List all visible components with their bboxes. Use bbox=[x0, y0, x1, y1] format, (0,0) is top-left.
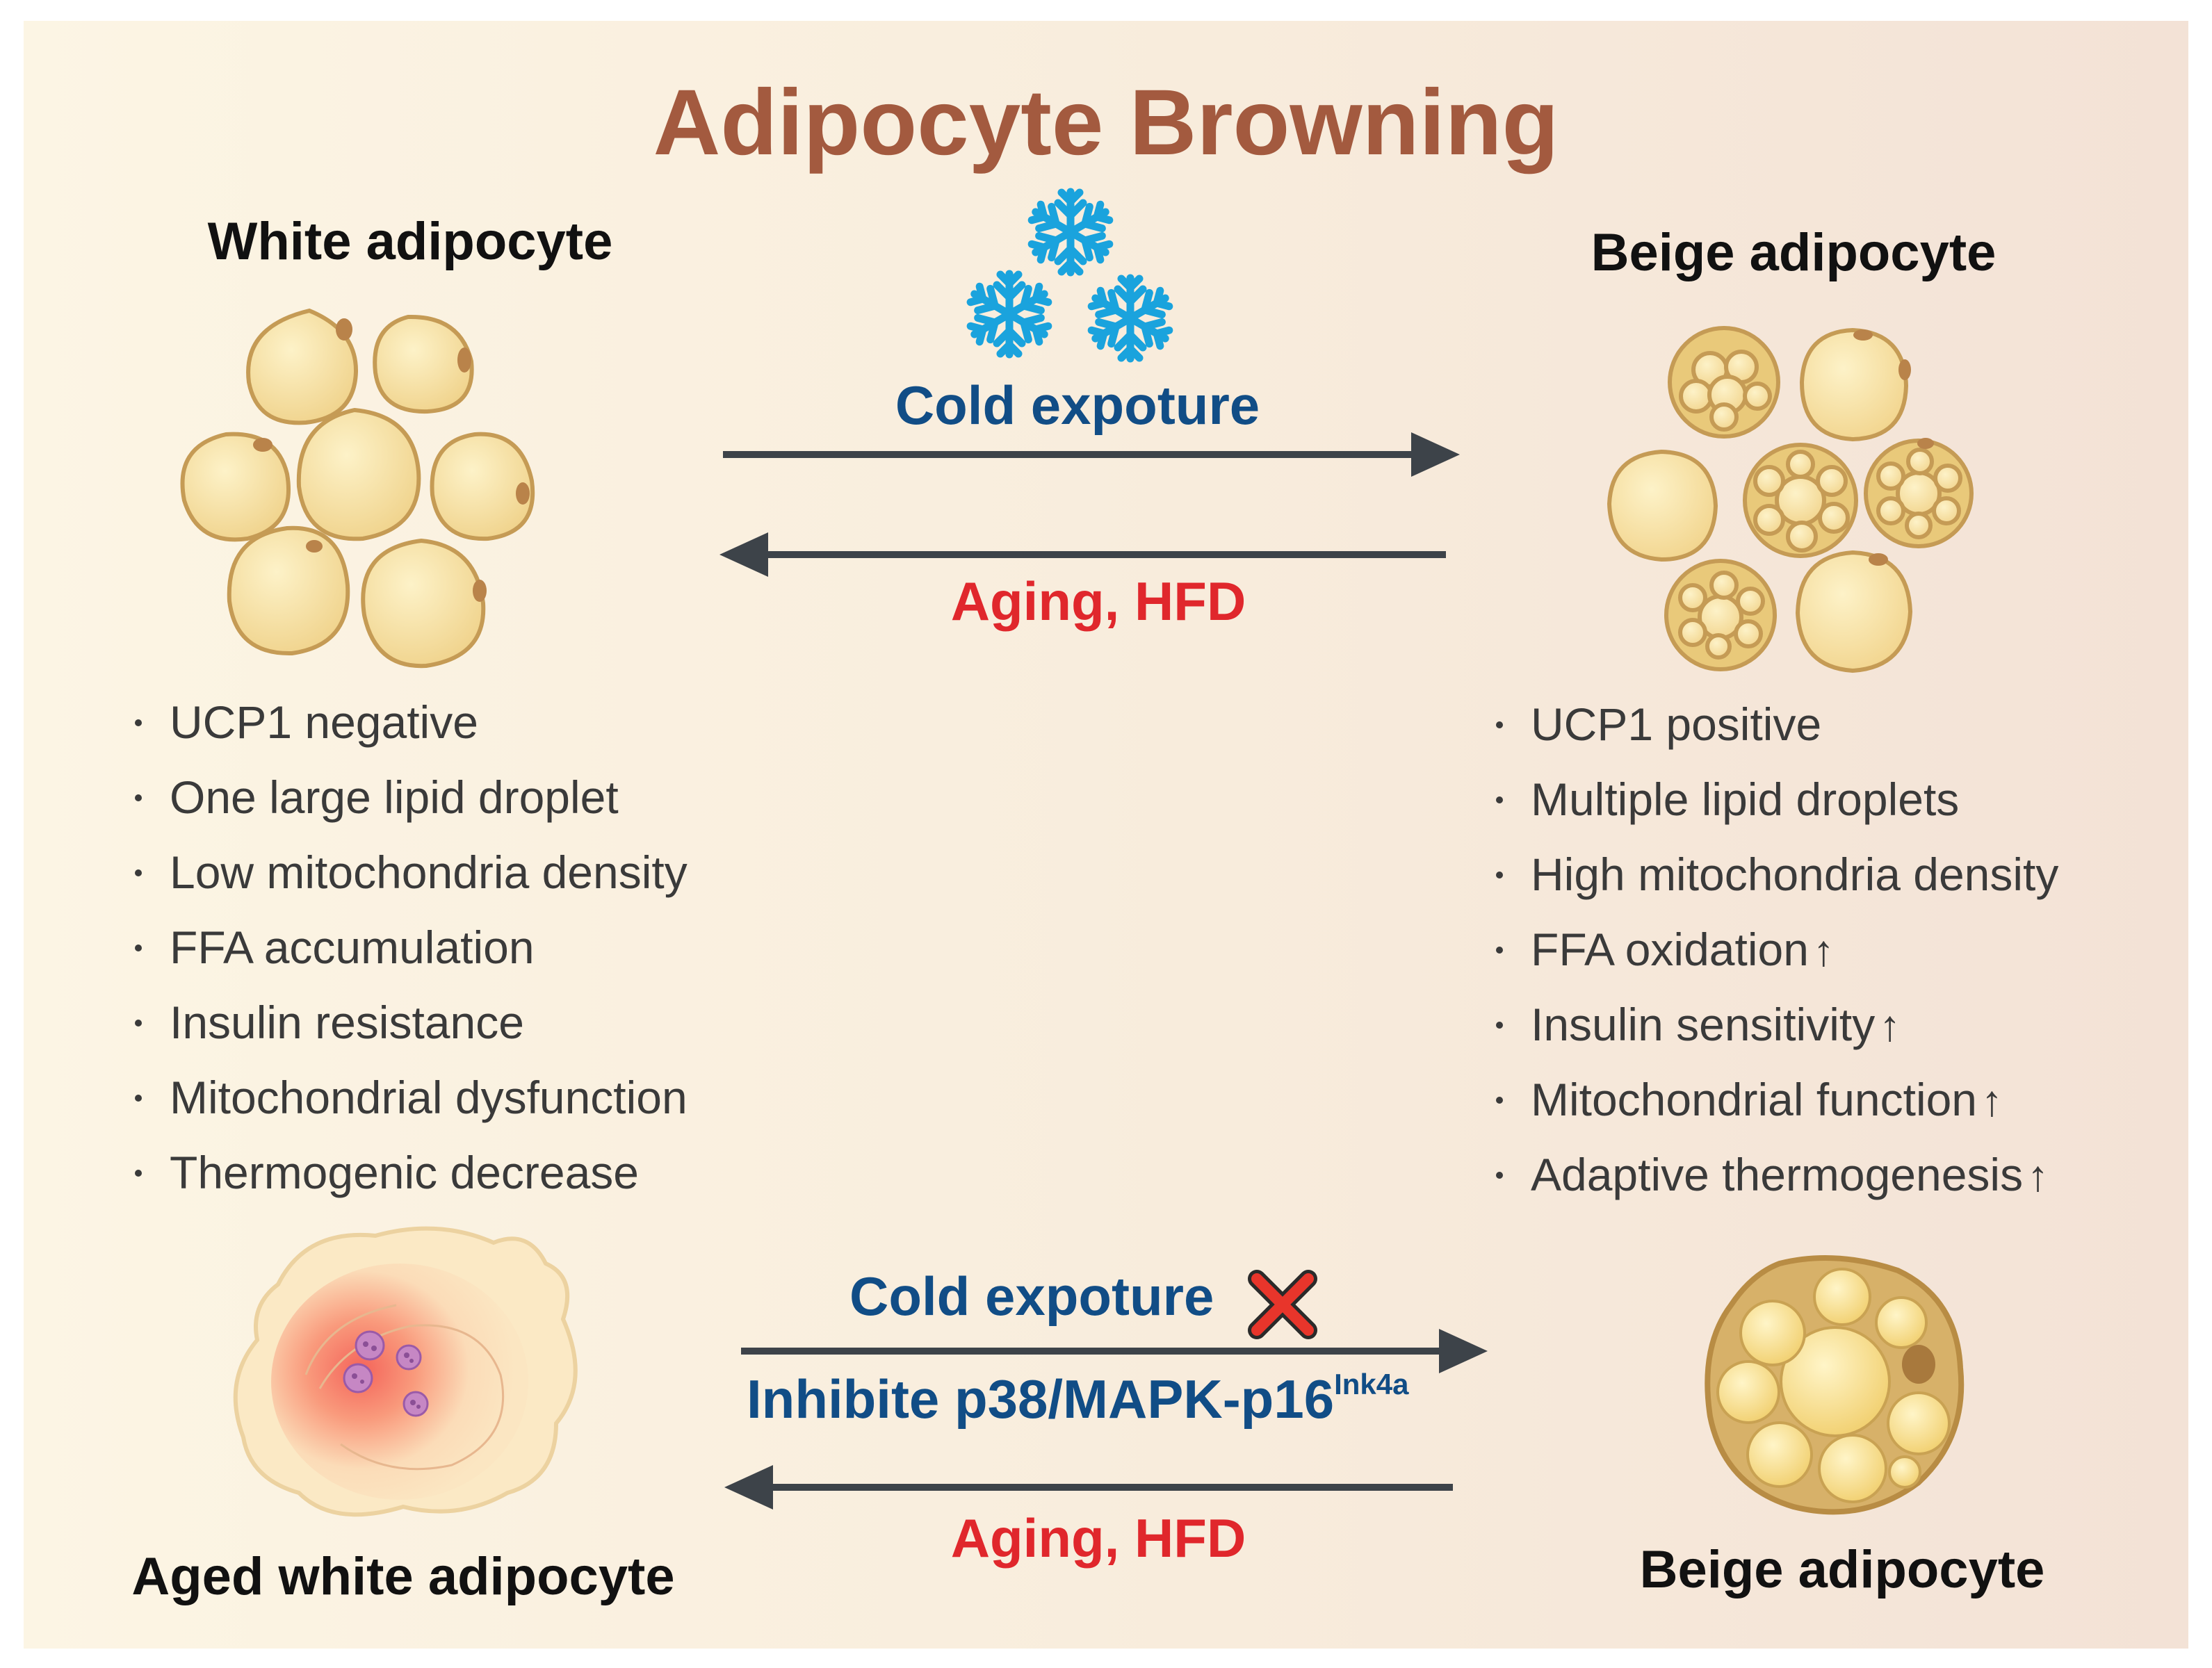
snowflake-icon bbox=[1030, 192, 1112, 272]
up-arrow-icon: ↑ bbox=[2027, 1152, 2049, 1200]
beige-feature-item: FFA oxidation↑ bbox=[1490, 912, 2063, 987]
beige-cell-multilocular bbox=[1664, 559, 1777, 671]
beige-feature-item: Adaptive thermogenesis↑ bbox=[1490, 1137, 2063, 1212]
white-feature-item: UCP1 negative bbox=[129, 685, 688, 760]
reverse-arrow bbox=[719, 532, 1446, 577]
beige-feature-item: Mitochondrial function↑ bbox=[1490, 1062, 2063, 1137]
beige-feature-item: Multiple lipid droplets bbox=[1490, 762, 2063, 837]
beige-cell-unilocular bbox=[1799, 327, 1909, 442]
beige-cell-unilocular bbox=[1795, 550, 1913, 673]
aged-white-adipocyte-title: Aged white adipocyte bbox=[131, 1547, 675, 1606]
beige-feature-item: UCP1 positive bbox=[1490, 687, 2063, 762]
white-feature-item: FFA accumulation bbox=[129, 910, 688, 985]
forward-arrow bbox=[741, 1329, 1488, 1373]
bottom-transition-arrows bbox=[724, 1329, 1488, 1510]
beige-adipocyte-features: UCP1 positive Multiple lipid droplets Hi… bbox=[1490, 687, 2063, 1212]
aging-hfd-label: Aging, HFD bbox=[950, 571, 1246, 632]
white-cell bbox=[373, 314, 474, 414]
beige-adipocyte-bottom-title: Beige adipocyte bbox=[1639, 1540, 2045, 1599]
white-cell bbox=[180, 432, 291, 542]
white-feature-item: Insulin resistance bbox=[129, 985, 688, 1060]
up-arrow-icon: ↑ bbox=[1981, 1077, 2003, 1125]
white-cell bbox=[246, 308, 359, 425]
white-cell bbox=[227, 525, 350, 656]
white-adipocyte-features: UCP1 negative One large lipid droplet Lo… bbox=[129, 685, 688, 1210]
up-arrow-icon: ↑ bbox=[1812, 927, 1835, 975]
aged-white-adipocyte-illustration bbox=[233, 1226, 578, 1517]
white-adipocyte-cluster-illustration bbox=[180, 308, 535, 669]
beige-cell-unilocular bbox=[1607, 449, 1718, 562]
white-feature-item: One large lipid droplet bbox=[129, 760, 688, 835]
beige-adipocyte-title: Beige adipocyte bbox=[1591, 223, 1997, 282]
white-cell bbox=[430, 432, 535, 541]
beige-feature-item: Insulin sensitivity↑ bbox=[1490, 987, 2063, 1062]
diagram-title: Adipocyte Browning bbox=[653, 71, 1559, 174]
inhibit-pathway-label: Inhibite p38/MAPK-p16Ink4a bbox=[747, 1368, 1409, 1430]
white-cell bbox=[361, 538, 486, 669]
up-arrow-icon: ↑ bbox=[1879, 1002, 1901, 1050]
beige-adipocyte-single-illustration bbox=[1705, 1255, 1965, 1515]
white-cell bbox=[296, 407, 421, 541]
aging-hfd-label-bottom: Aging, HFD bbox=[950, 1507, 1246, 1569]
beige-adipocyte-cluster-illustration bbox=[1607, 326, 1974, 673]
cold-exposure-label: Cold expoture bbox=[895, 375, 1260, 436]
beige-cell-multilocular bbox=[1743, 443, 1858, 558]
cold-exposure-label-blocked: Cold expoture bbox=[849, 1266, 1214, 1327]
snowflake-icon bbox=[968, 274, 1050, 354]
white-feature-item: Thermogenic decrease bbox=[129, 1135, 688, 1210]
top-transition-arrows bbox=[719, 432, 1460, 577]
beige-cell-multilocular bbox=[1668, 326, 1780, 439]
white-feature-item: Low mitochondria density bbox=[129, 835, 688, 910]
forward-arrow bbox=[723, 432, 1460, 477]
cross-icon bbox=[1248, 1270, 1317, 1339]
snowflake-icon bbox=[1089, 278, 1171, 359]
snowflake-icon-group bbox=[959, 182, 1196, 370]
reverse-arrow bbox=[724, 1465, 1453, 1510]
beige-cell-multilocular bbox=[1864, 439, 1974, 548]
inhibit-superscript: Ink4a bbox=[1334, 1368, 1409, 1400]
white-adipocyte-title: White adipocyte bbox=[207, 212, 613, 271]
white-feature-item: Mitochondrial dysfunction bbox=[129, 1060, 688, 1135]
beige-feature-item: High mitochondria density bbox=[1490, 837, 2063, 912]
